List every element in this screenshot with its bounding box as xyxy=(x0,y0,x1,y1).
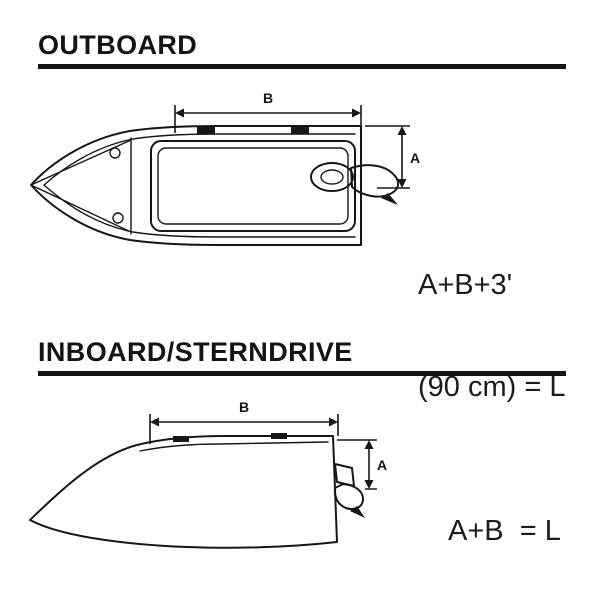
sterndrive-unit xyxy=(333,463,365,518)
inboard-dim-b: B xyxy=(149,399,339,444)
outboard-motor xyxy=(310,162,400,205)
inboard-formula: A+B = L xyxy=(448,515,561,547)
outboard-dim-a-label: A xyxy=(410,150,420,166)
inboard-divider xyxy=(38,371,566,376)
inboard-dim-a-label: A xyxy=(377,457,387,473)
cockpit-inner-outline xyxy=(157,147,349,225)
outboard-dim-a: A xyxy=(365,125,420,189)
deck-cleat xyxy=(173,436,189,442)
outboard-formula: A+B+3' (90 cm) = L xyxy=(418,200,565,472)
gunwale-cleat xyxy=(291,127,309,134)
outboard-dim-b-label: B xyxy=(263,90,273,106)
outboard-formula-line1: A+B+3' xyxy=(418,269,513,301)
cockpit-outline xyxy=(150,140,356,232)
bow-fitting xyxy=(112,212,124,224)
outboard-dim-b: B xyxy=(174,90,362,133)
inboard-title: INBOARD/STERNDRIVE xyxy=(38,337,353,367)
outboard-divider xyxy=(38,64,566,69)
outboard-hull xyxy=(30,125,362,246)
inboard-hull xyxy=(29,433,338,549)
inboard-boat-diagram: B A xyxy=(29,399,387,549)
outboard-title: OUTBOARD xyxy=(38,30,198,60)
outboard-formula-line2: (90 cm) = L xyxy=(418,371,566,403)
deck-cleat xyxy=(271,433,287,439)
inboard-dim-b-label: B xyxy=(239,399,249,415)
gunwale-cleat xyxy=(197,127,215,134)
inboard-dim-a: A xyxy=(337,439,387,490)
bow-fitting xyxy=(109,147,121,159)
outboard-boat-diagram: B A xyxy=(30,90,420,246)
